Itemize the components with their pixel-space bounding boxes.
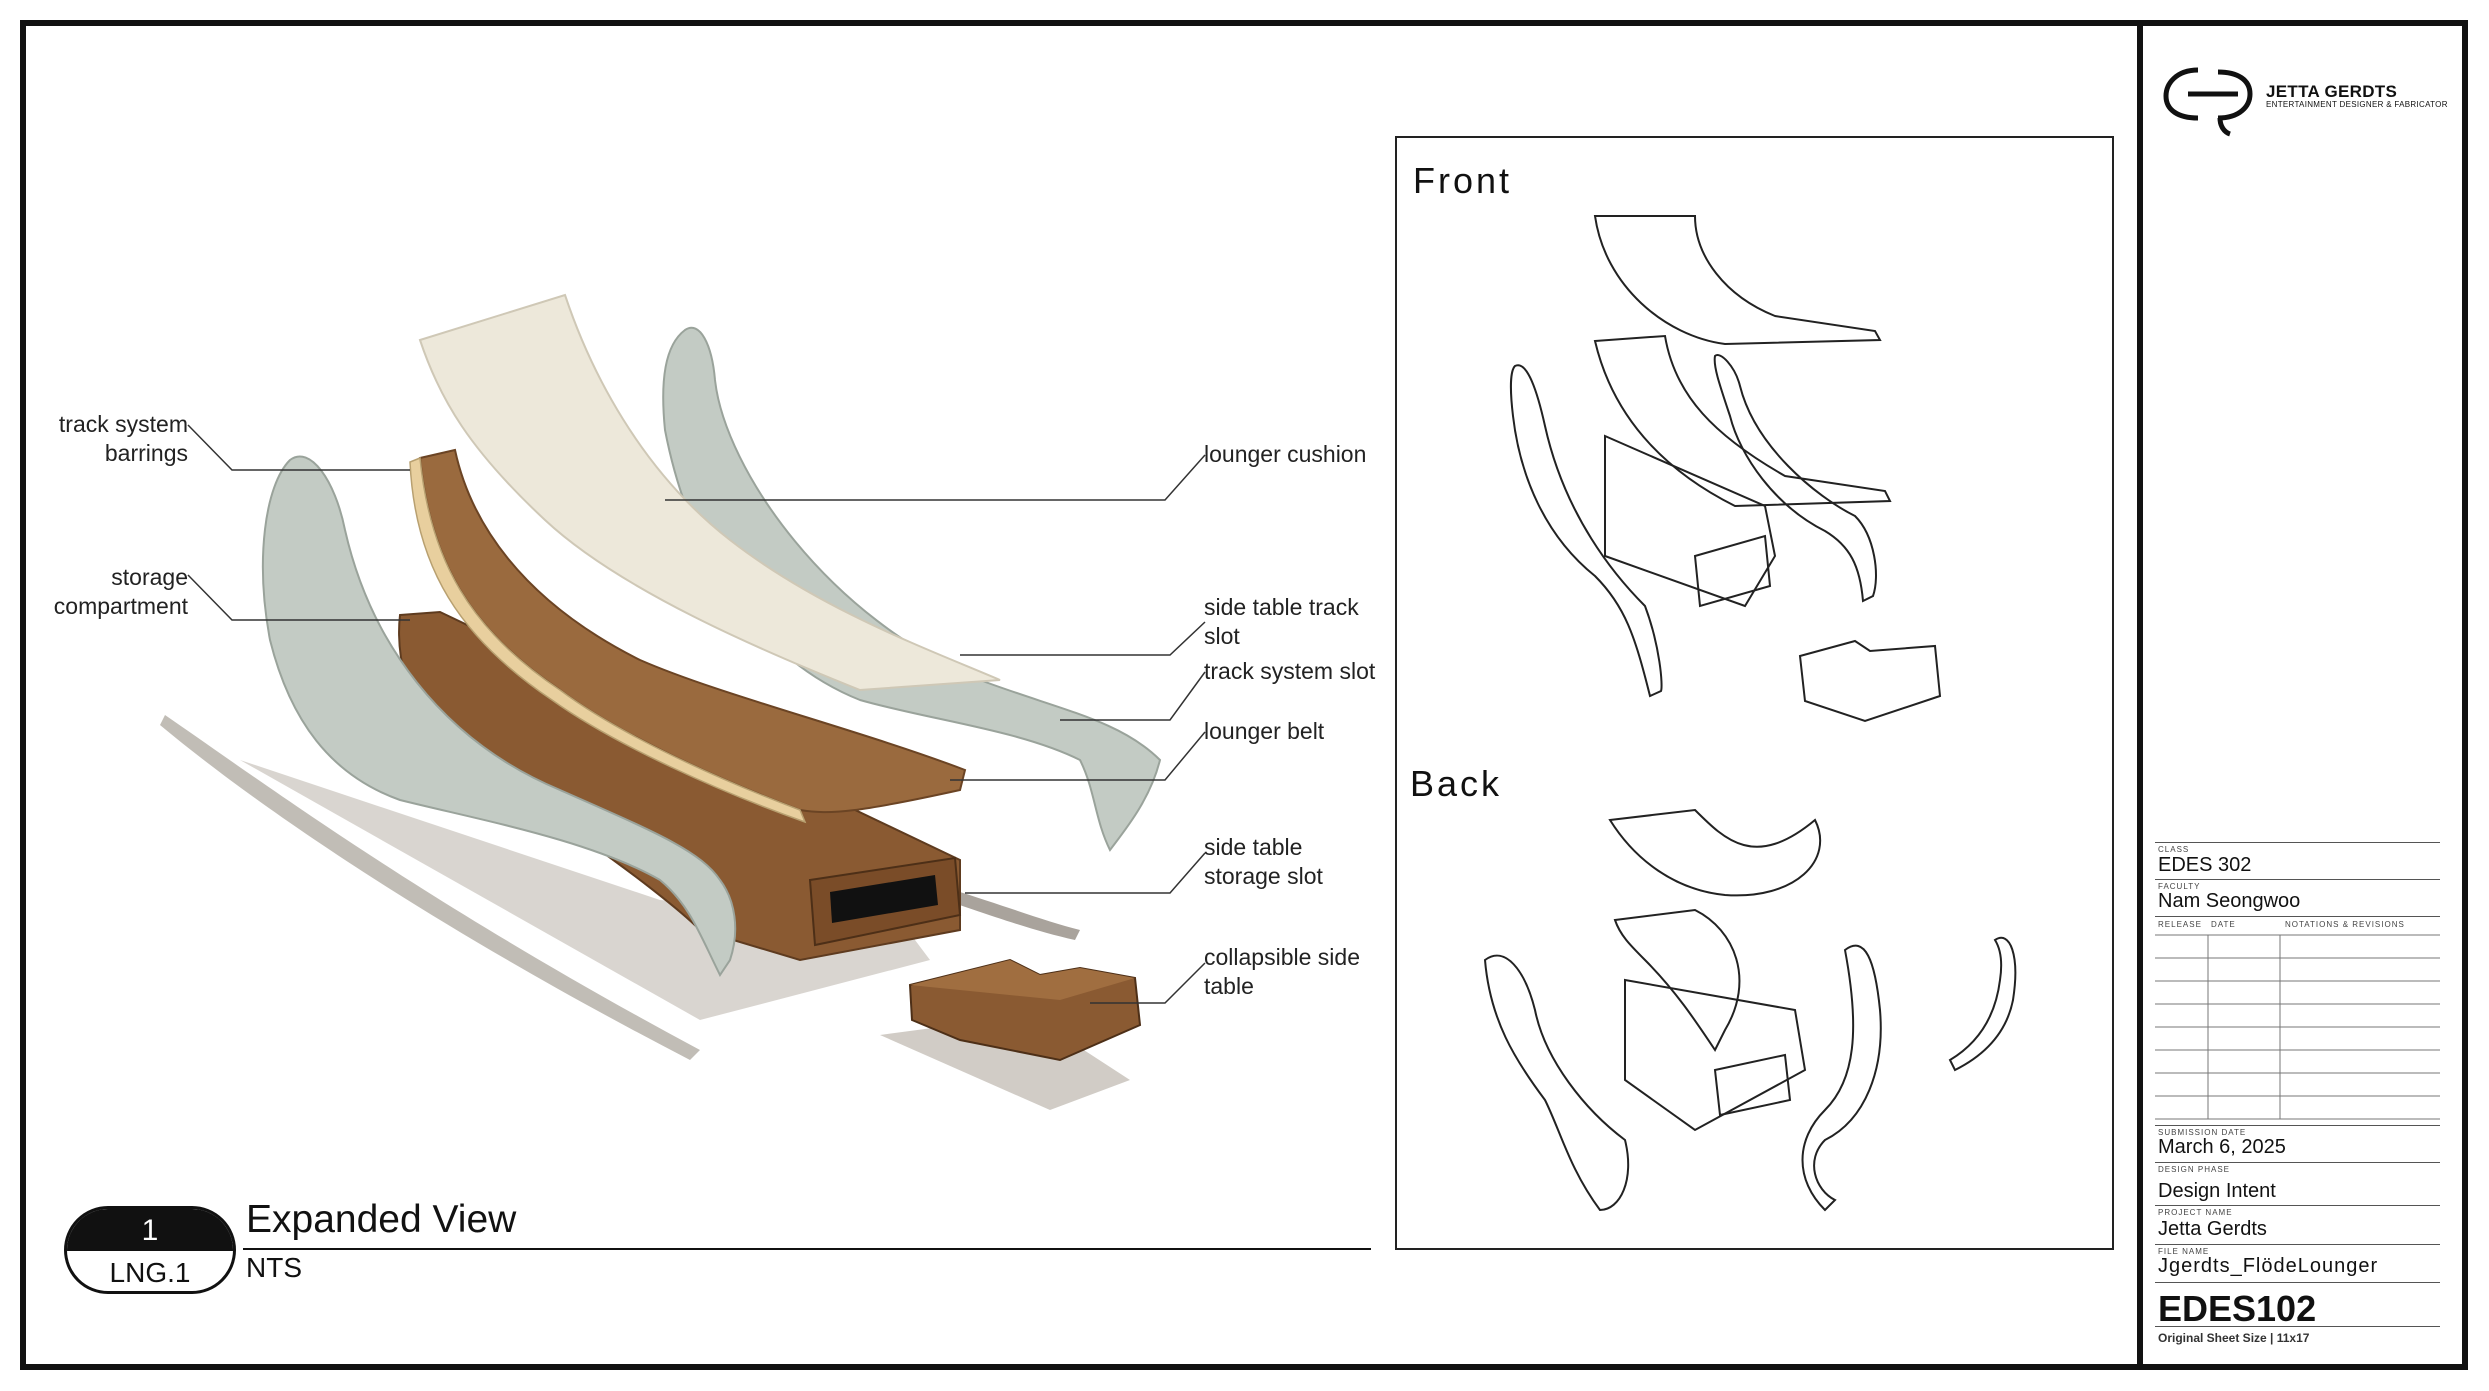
rule-orig bbox=[2155, 1326, 2440, 1327]
view-title-back: Back bbox=[1410, 763, 1503, 804]
drawing-sheet-ref: LNG.1 bbox=[109, 1257, 191, 1288]
back-left-panel bbox=[1483, 954, 1630, 1212]
label-lounger-belt: lounger belt bbox=[1204, 718, 1325, 744]
project-value: Jetta Gerdts bbox=[2158, 1218, 2267, 1240]
title-block: JETTA GERDTS ENTERTAINMENT DESIGNER & FA… bbox=[2143, 20, 2468, 1370]
side-table-top bbox=[910, 960, 1135, 1000]
label-lounger-cushion: lounger cushion bbox=[1204, 441, 1367, 467]
back-box bbox=[1624, 978, 1807, 1132]
original-sheet-size: Original Sheet Size | 11x17 bbox=[2158, 1331, 2310, 1345]
leader-side-table-track bbox=[960, 621, 1206, 656]
drawing-number: 1 bbox=[67, 1209, 233, 1251]
brand-tagline: ENTERTAINMENT DESIGNER & FABRICATOR bbox=[2266, 100, 2448, 109]
rule-revisions-header bbox=[2155, 916, 2440, 917]
leader-lines bbox=[187, 424, 1206, 1004]
label-collapsible-side-table: collapsible side table bbox=[1204, 944, 1360, 999]
leader-track-slot bbox=[1060, 671, 1206, 721]
rule-class bbox=[2155, 842, 2440, 843]
label-storage-compartment: storage compartment bbox=[53, 564, 188, 619]
label-side-table-track-slot: side table track slot bbox=[1204, 594, 1359, 649]
release-label: RELEASE bbox=[2158, 920, 2202, 929]
shadow-ground bbox=[240, 760, 930, 1020]
rule-file bbox=[2155, 1244, 2440, 1245]
rule-faculty bbox=[2155, 879, 2440, 880]
front-left-panel bbox=[1509, 364, 1663, 698]
front-belt bbox=[1593, 334, 1892, 508]
file-label: FILE NAME bbox=[2158, 1247, 2210, 1256]
submission-value: March 6, 2025 bbox=[2158, 1136, 2286, 1158]
leader-cushion bbox=[665, 454, 1206, 501]
date-label: DATE bbox=[2211, 920, 2236, 929]
belt-edge bbox=[409, 456, 807, 824]
label-side-table-storage-slot: side table storage slot bbox=[1204, 834, 1323, 889]
notations-label: NOTATIONS & REVISIONS bbox=[2285, 920, 2405, 929]
sheet-border bbox=[20, 20, 2468, 1370]
sheet-code: EDES102 bbox=[2158, 1288, 2317, 1329]
leader-side-table bbox=[1090, 962, 1206, 1004]
drawing-scale: NTS bbox=[246, 1252, 302, 1283]
leader-belt bbox=[950, 731, 1206, 781]
lounger-cushion bbox=[418, 293, 1001, 692]
front-view-linework bbox=[1509, 215, 1942, 723]
back-belt bbox=[1613, 908, 1741, 1052]
faculty-label: FACULTY bbox=[2158, 882, 2201, 891]
rule-phase bbox=[2155, 1162, 2440, 1163]
brand-logo bbox=[2163, 67, 2253, 137]
leader-storage-slot bbox=[965, 852, 1206, 894]
shadow-table bbox=[880, 1015, 1130, 1110]
drawing-title: Expanded View bbox=[246, 1198, 517, 1241]
near-side-panel bbox=[262, 455, 737, 977]
storage-slot-opening bbox=[830, 875, 938, 923]
front-right-panel bbox=[1713, 354, 1877, 603]
drawing-title-underline bbox=[243, 1248, 1371, 1250]
leader-storage bbox=[187, 574, 410, 621]
title-block-divider bbox=[2137, 20, 2143, 1370]
rule-submission bbox=[2155, 1125, 2440, 1126]
brand-name: JETTA GERDTS bbox=[2266, 82, 2398, 101]
faculty-value: Nam Seongwoo bbox=[2158, 890, 2301, 912]
back-view-linework bbox=[1483, 808, 2017, 1212]
front-box-opening bbox=[1693, 534, 1772, 608]
drawing-tag: 1 LNG.1 bbox=[64, 1206, 236, 1294]
back-right-panel bbox=[1801, 944, 1882, 1212]
class-value: EDES 302 bbox=[2158, 854, 2252, 876]
file-value: Jgerdts_FlödeLounger bbox=[2158, 1255, 2379, 1277]
rule-project bbox=[2155, 1205, 2440, 1206]
phase-value: Design Intent bbox=[2158, 1180, 2276, 1202]
shadow-panel-left bbox=[160, 715, 700, 1060]
revision-table-grid bbox=[2155, 934, 2440, 1120]
label-track-system-slot: track system slot bbox=[1204, 658, 1376, 684]
front-cushion bbox=[1593, 215, 1882, 346]
view-title-front: Front bbox=[1413, 160, 1513, 201]
rule-sheet-code bbox=[2155, 1282, 2440, 1283]
front-box bbox=[1604, 434, 1777, 608]
exploded-lounger-render bbox=[160, 293, 1206, 1110]
phase-label: DESIGN PHASE bbox=[2158, 1165, 2231, 1174]
back-cushion bbox=[1608, 808, 1821, 897]
orthographic-views-box bbox=[1395, 136, 2114, 1250]
leader-track-barrings bbox=[187, 424, 410, 471]
label-track-system-barrings: track system barrings bbox=[58, 411, 188, 466]
class-label: CLASS bbox=[2158, 845, 2190, 854]
front-side-table bbox=[1798, 639, 1942, 723]
project-label: PROJECT NAME bbox=[2158, 1208, 2233, 1217]
back-panel-right-2 bbox=[1948, 937, 2017, 1072]
submission-label: SUBMISSION DATE bbox=[2158, 1128, 2247, 1137]
back-box-opening bbox=[1713, 1053, 1792, 1117]
